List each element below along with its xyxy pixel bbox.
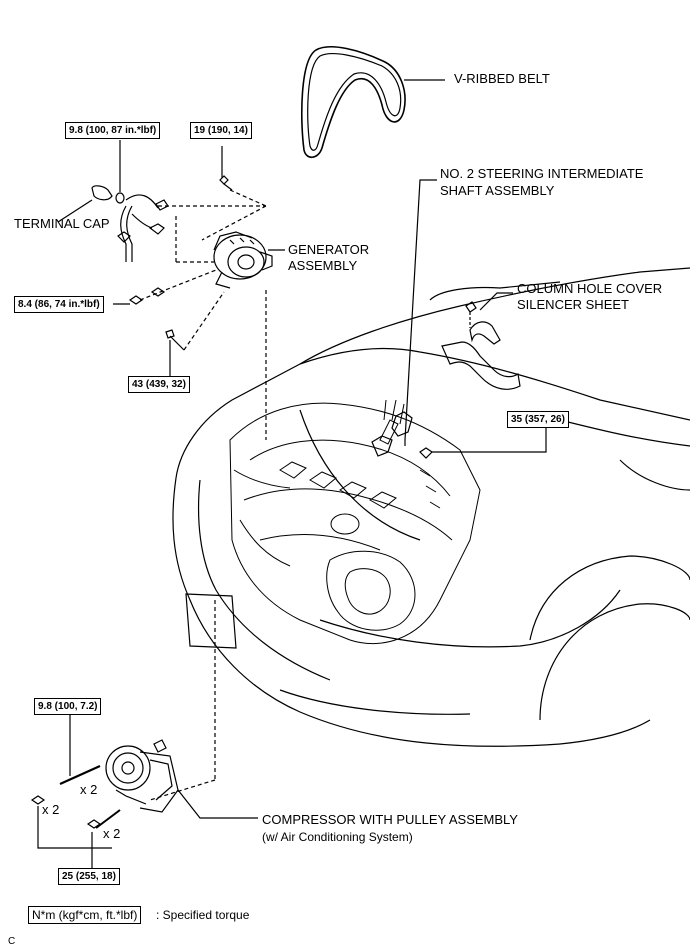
corner-mark: C: [8, 936, 16, 947]
torque-box-8-4: 8.4 (86, 74 in.*lbf): [14, 296, 104, 313]
torque-box-9-8-compressor: 9.8 (100, 7.2): [34, 698, 102, 715]
torque-box-9-8-generator: 9.8 (100, 87 in.*lbf): [65, 122, 161, 139]
steering-shaft-drawing: [371, 411, 413, 457]
nut-8-4: [128, 287, 166, 305]
label-column-cover-line1: COLUMN HOLE COVER: [517, 281, 663, 296]
vehicle-body-drawing: [172, 267, 690, 747]
compressor-drawing: [105, 739, 179, 813]
label-steering-shaft-line2: SHAFT ASSEMBLY: [440, 183, 555, 198]
quantity-nut: x 2: [42, 802, 60, 817]
alignment-lines: [139, 189, 267, 801]
v-ribbed-belt-drawing: [301, 46, 445, 159]
legend-unit-box: N*m (kgf*cm, ft.*lbf): [28, 906, 142, 924]
label-generator-line2: ASSEMBLY: [288, 258, 358, 273]
label-column-cover-line2: SILENCER SHEET: [517, 297, 629, 312]
silencer-sheet-drawing: [441, 301, 521, 390]
bolt-19: [219, 175, 233, 191]
quantity-stud: x 2: [80, 782, 98, 797]
torque-box-19: 19 (190, 14): [190, 122, 252, 139]
bolt-43: [165, 329, 185, 351]
label-steering-shaft-line1: NO. 2 STEERING INTERMEDIATE: [440, 166, 644, 181]
label-compressor-line2: (w/ Air Conditioning System): [262, 830, 413, 844]
bolt-35: [419, 447, 433, 459]
engine-drawing: [229, 399, 481, 645]
generator-drawing: [213, 231, 273, 289]
legend-description: : Specified torque: [156, 908, 250, 922]
label-generator-line1: GENERATOR: [288, 242, 370, 257]
torque-box-43: 43 (439, 32): [128, 376, 190, 393]
label-v-ribbed-belt: V-RIBBED BELT: [454, 71, 550, 86]
label-compressor-line1: COMPRESSOR WITH PULLEY ASSEMBLY: [262, 812, 518, 827]
label-terminal-cap: TERMINAL CAP: [14, 216, 110, 231]
quantity-bolt: x 2: [103, 826, 121, 841]
torque-box-35: 35 (357, 26): [507, 411, 569, 428]
torque-box-25: 25 (255, 18): [58, 868, 120, 885]
